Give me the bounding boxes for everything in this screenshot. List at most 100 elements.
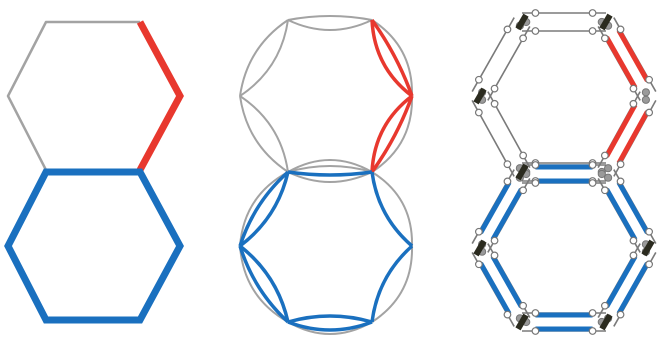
ladder-node <box>600 151 609 160</box>
ladder-node <box>645 75 654 84</box>
blue-arc <box>287 314 373 324</box>
blue-arrow <box>383 278 386 283</box>
ladder-node <box>531 27 540 35</box>
gray-arrow <box>401 287 404 292</box>
ladder-nodes <box>473 9 655 335</box>
junction-block <box>515 13 529 31</box>
blue-arcs <box>238 170 414 332</box>
ladder-bar <box>604 255 638 308</box>
ladder-node <box>474 227 483 236</box>
ladder-node <box>629 84 638 93</box>
gray-arc <box>239 95 289 173</box>
ladder-node <box>588 9 597 17</box>
blue-arrow <box>269 211 272 216</box>
gray-arrow <box>401 50 404 55</box>
ladder-node <box>519 151 528 160</box>
ladder-node <box>600 186 609 195</box>
ladder-node <box>629 251 638 260</box>
gray-arrow <box>271 61 274 66</box>
blue-arrow <box>269 277 272 282</box>
ladder-node <box>588 327 597 335</box>
gray-arc <box>371 171 414 247</box>
gray-arc <box>287 321 373 335</box>
blue-arc <box>238 245 290 324</box>
ladder-bar <box>490 255 524 308</box>
upper-hexagon-red-edges <box>136 20 184 172</box>
ladder-node <box>503 25 512 34</box>
ladder-node <box>588 27 597 35</box>
ladder-node <box>629 99 638 108</box>
ladder-node <box>588 161 597 169</box>
gray-arc <box>239 245 289 323</box>
gray-arc <box>287 15 373 21</box>
junction-block <box>515 163 529 181</box>
junction-block <box>599 313 613 331</box>
ladder-node <box>600 34 609 43</box>
red-arrow <box>393 133 396 138</box>
ladder-node <box>490 99 499 108</box>
ladder-node <box>629 236 638 245</box>
ladder-bar <box>492 104 522 157</box>
ladder-node <box>531 327 540 335</box>
gray-arrow <box>271 126 274 131</box>
ladder-bar <box>480 111 510 164</box>
ladder-bar <box>616 181 650 234</box>
ladder-bar <box>604 36 638 89</box>
ladder-node <box>604 173 613 182</box>
ladder-node <box>490 236 499 245</box>
blue-arc <box>238 244 290 323</box>
ladder-node <box>474 75 483 84</box>
junction-block <box>641 239 655 257</box>
ladder-node <box>616 310 625 319</box>
ladder-node <box>503 160 512 169</box>
red-arrow <box>393 54 396 59</box>
blue-arc <box>238 171 290 248</box>
ladder-node <box>519 186 528 195</box>
ladder-node <box>531 161 540 169</box>
ladder-node <box>531 9 540 17</box>
blue-arrow <box>383 211 387 215</box>
ladder-bar <box>478 262 512 315</box>
ladder-node <box>600 301 609 310</box>
ladder-bar <box>480 30 510 81</box>
gray-arrow <box>252 288 255 293</box>
lower-hexagon-blue-edges <box>4 168 184 324</box>
ladder-rails <box>471 12 657 332</box>
blue-arrow <box>257 285 261 290</box>
ladder-node <box>604 164 613 173</box>
ladder-bar <box>616 29 650 82</box>
gray-arrow <box>254 50 257 55</box>
ladder-node <box>597 169 606 179</box>
gray-arc <box>239 171 289 247</box>
ladder-bar <box>604 188 638 241</box>
upper-hexagon-edges <box>6 20 140 171</box>
blue-arc <box>287 170 373 177</box>
ladder-bar <box>490 188 524 241</box>
ladder-node <box>503 177 512 186</box>
ladder-node <box>474 108 483 117</box>
ladder-bar <box>616 110 650 165</box>
directed-arc-graph-panel <box>238 15 414 335</box>
ladder-bar <box>616 262 650 315</box>
ladder-node <box>531 309 540 317</box>
junction-block <box>473 239 487 257</box>
ladder-node <box>645 227 654 236</box>
blue-arrow <box>257 204 261 208</box>
hexagon-lattice-panel <box>4 20 184 324</box>
ladder-node <box>641 88 651 97</box>
ladder-node <box>645 108 654 117</box>
ladder-node <box>474 260 483 269</box>
gray-arc <box>239 95 289 173</box>
ladder-node <box>519 34 528 43</box>
ladder-node <box>503 310 512 319</box>
gray-arrow <box>401 201 404 206</box>
ladder-network-panel <box>471 9 657 335</box>
junction-block <box>473 87 487 105</box>
gray-arrow <box>252 200 256 205</box>
red-arrow <box>382 60 385 65</box>
ladder-bar <box>478 181 512 234</box>
ladder-node <box>588 179 597 187</box>
ladder-node <box>616 160 625 169</box>
